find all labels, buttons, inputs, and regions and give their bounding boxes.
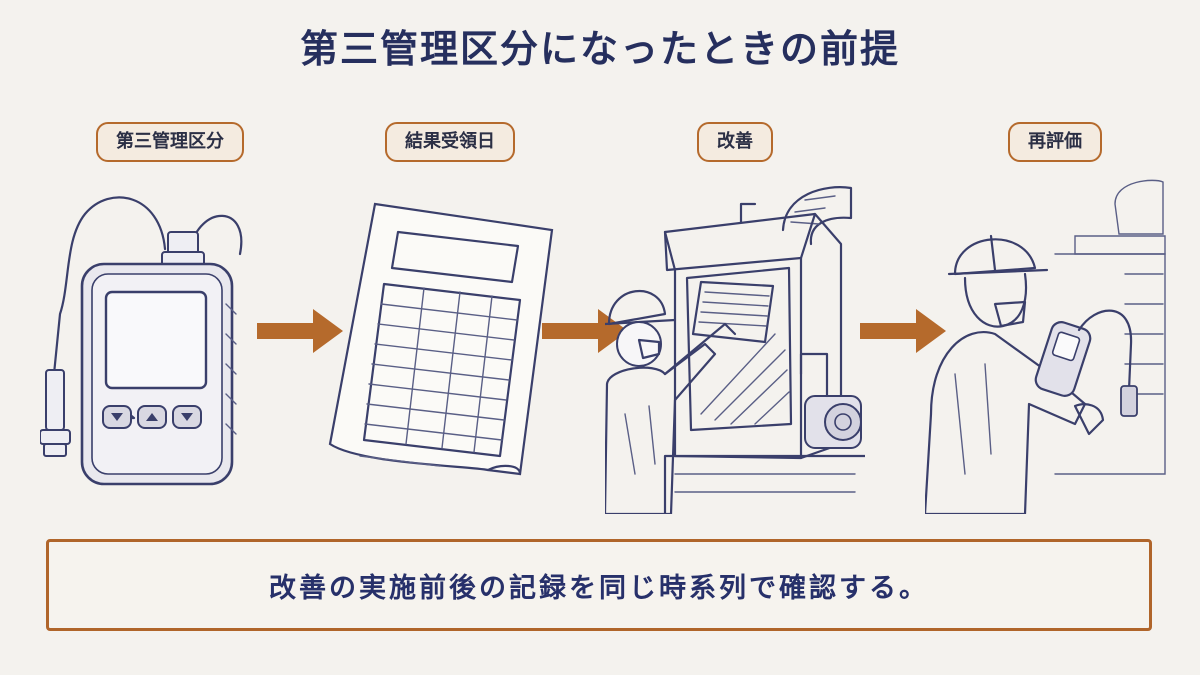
- right-arrow-icon: [542, 309, 628, 353]
- step-improvement: 改善: [605, 122, 865, 522]
- page-title: 第三管理区分になったときの前提: [299, 27, 900, 71]
- process-flow: 第三管理区分: [40, 122, 1185, 522]
- right-arrow-icon: [257, 309, 343, 353]
- step-label: 改善: [697, 122, 773, 162]
- step-label: 第三管理区分: [96, 122, 244, 162]
- note-box: 改善の実施前後の記録を同じ時系列で確認する。: [46, 539, 1152, 631]
- worker-measuring-icon: [925, 179, 1166, 514]
- worker-fixing-fume-hood-icon: [605, 186, 865, 514]
- step-result-received: 結果受領日: [320, 122, 580, 522]
- step-reevaluation: 再評価: [925, 122, 1185, 522]
- step-label: 再評価: [1008, 122, 1102, 162]
- right-arrow-icon: [860, 309, 946, 353]
- note-text: 改善の実施前後の記録を同じ時系列で確認する。: [269, 572, 929, 604]
- step-label: 結果受領日: [385, 122, 515, 162]
- step-measurement: 第三管理区分: [40, 122, 300, 522]
- report-sheet-icon: [328, 202, 554, 476]
- gas-detector-icon: [40, 196, 243, 486]
